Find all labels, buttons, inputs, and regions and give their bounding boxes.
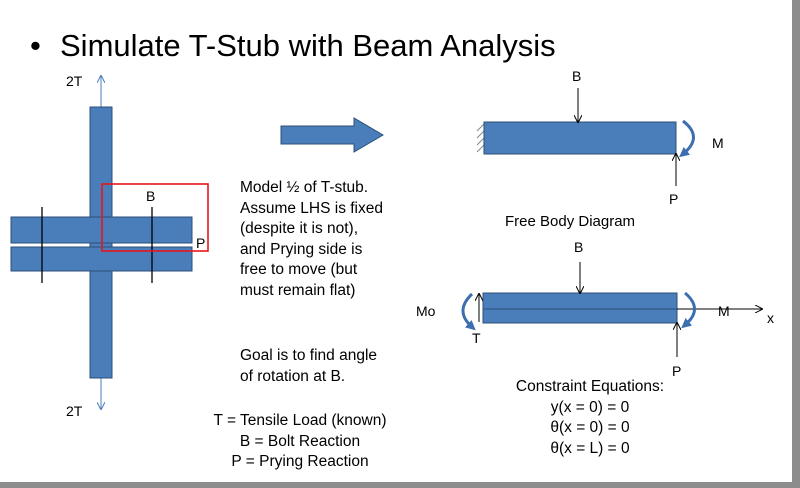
cantilever-beam bbox=[483, 121, 677, 155]
bottom-load-label: 2T bbox=[66, 403, 83, 419]
fbd-bottom-m-label: M bbox=[718, 303, 730, 319]
bullet-icon: • bbox=[30, 28, 41, 63]
definition-item: B = Bolt Reaction bbox=[239, 432, 361, 450]
fbd-top-prying-label: P bbox=[669, 191, 679, 207]
x-axis-label: x bbox=[767, 310, 774, 326]
fbd-top-bolt-label: B bbox=[572, 68, 582, 84]
window-edge-right bbox=[792, 0, 800, 488]
description-line: Model ½ of T-stub. bbox=[240, 179, 369, 196]
beam-lower-layer bbox=[482, 308, 678, 324]
moment-arrow bbox=[679, 119, 695, 158]
constraint-equation: y(x = 0) = 0 bbox=[550, 398, 630, 416]
fbd-bottom-mo-label: Mo bbox=[416, 303, 436, 319]
transition-arrow bbox=[280, 117, 384, 153]
top-load-label: 2T bbox=[66, 73, 83, 89]
fbd-bottom-bolt-label: B bbox=[574, 239, 584, 255]
fixed-support-hatch bbox=[476, 123, 485, 153]
fbd-caption: Free Body Diagram bbox=[505, 213, 636, 230]
description-line: (despite it is not), bbox=[240, 220, 359, 237]
goal-line: Goal is to find angle bbox=[240, 347, 378, 364]
bolt-label: B bbox=[146, 188, 156, 204]
fbd-bottom-p-label: P bbox=[672, 363, 682, 379]
tstub-figure bbox=[10, 76, 209, 409]
definition-item: P = Prying Reaction bbox=[231, 453, 369, 470]
goal-line: of rotation at B. bbox=[240, 367, 346, 385]
constraint-heading: Constraint Equations: bbox=[515, 378, 665, 395]
diagram-graphics bbox=[10, 0, 792, 482]
definitions-list: T = Tensile Load (known) B = Bolt Reacti… bbox=[188, 411, 412, 473]
goal-description: Goal is to find angle of rotation at B. bbox=[240, 346, 377, 387]
description-line: free to move (but bbox=[240, 261, 358, 278]
definition-item: T = Tensile Load (known) bbox=[213, 412, 387, 429]
fbd-top bbox=[476, 88, 695, 186]
moment-arrow-left bbox=[461, 292, 476, 331]
beam-upper-layer bbox=[482, 292, 678, 310]
fbd-bottom bbox=[461, 262, 762, 357]
slide: • Simulate T-Stub with Beam Analysis bbox=[10, 0, 792, 482]
slide-title-text: Simulate T-Stub with Beam Analysis bbox=[60, 28, 556, 63]
description-line: and Prying side is bbox=[240, 240, 363, 258]
model-description: Model ½ of T-stub. Assume LHS is fixed (… bbox=[240, 178, 383, 301]
description-line: Assume LHS is fixed bbox=[240, 199, 383, 217]
prying-label: P bbox=[196, 235, 206, 251]
description-line: must remain flat) bbox=[240, 281, 356, 299]
constraint-equation: θ(x = 0) = 0 bbox=[550, 419, 630, 436]
constraint-equation: θ(x = L) = 0 bbox=[550, 439, 630, 457]
model-region-box bbox=[101, 183, 209, 252]
constraint-equations: Constraint Equations: y(x = 0) = 0 θ(x =… bbox=[480, 377, 700, 459]
moment-arrow-right bbox=[681, 291, 696, 329]
slide-title: • Simulate T-Stub with Beam Analysis bbox=[30, 28, 556, 64]
window-edge-bottom bbox=[0, 482, 800, 488]
fbd-top-moment-label: M bbox=[712, 135, 724, 151]
fbd-bottom-t-label: T bbox=[472, 330, 481, 346]
